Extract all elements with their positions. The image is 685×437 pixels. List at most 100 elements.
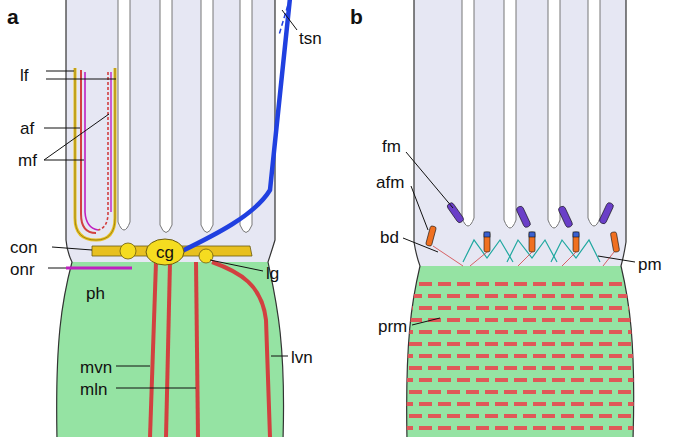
muscle-dash [504,366,517,370]
muscle-dash [400,282,413,286]
label: af [20,120,34,137]
muscle-dash [599,366,612,370]
muscle-dash [580,294,593,298]
muscle-dash [552,402,565,406]
muscle-dash [609,282,622,286]
muscle-dash [571,354,584,358]
muscle-dash [609,402,622,406]
muscle-dash [504,294,517,298]
muscle-dash [514,330,527,334]
muscle-dash [637,390,650,394]
muscle-dash [599,342,612,346]
label: lf [20,67,29,84]
muscle-dash [571,306,584,310]
muscle-dash [485,414,498,418]
muscle-dash [599,390,612,394]
label: afm [376,174,404,191]
muscle-dash [504,318,517,322]
muscle-dash [419,330,432,334]
muscle-dash [609,306,622,310]
muscle-dash [542,390,555,394]
muscle-dash [590,330,603,334]
muscle-dash [419,306,432,310]
muscle-dash [628,330,641,334]
tentacle-nerves [75,68,115,240]
muscle-dash [476,330,489,334]
muscle-dash [457,402,470,406]
muscle-dash [438,306,451,310]
muscle-dash [561,342,574,346]
muscle-dash [457,354,470,358]
label: pm [638,256,662,273]
muscle-dash [552,306,565,310]
muscle-dash [599,318,612,322]
muscle-dash [447,366,460,370]
muscle-dash [409,342,422,346]
muscle-dash [523,342,536,346]
muscle-dash [438,330,451,334]
muscle-dash [476,426,489,430]
node-label: cg [145,244,185,261]
muscle-dash [476,354,489,358]
muscle-dash [561,366,574,370]
muscle-dash [618,414,631,418]
muscle-dash [447,414,460,418]
label: mvn [80,359,112,376]
muscle-dash [628,426,641,430]
muscle-dash [552,426,565,430]
muscle-dash [561,318,574,322]
muscle-dash [400,378,413,382]
muscle-dash [580,366,593,370]
panel-letter: b [350,6,363,27]
muscle-dash [590,402,603,406]
muscle-dash [514,426,527,430]
muscle-dash [514,402,527,406]
muscle-dash [409,294,422,298]
muscle-dash [428,294,441,298]
muscle-dash [409,414,422,418]
muscle-dash [485,342,498,346]
muscle-dash [542,294,555,298]
muscle-dash [571,402,584,406]
muscle-dash [400,426,413,430]
muscle-dash [533,282,546,286]
panel-letter: a [7,6,19,27]
muscle-dash [400,402,413,406]
muscle-dash [618,390,631,394]
body-nerves [150,262,270,437]
muscle-dash [533,330,546,334]
muscle-dash [628,354,641,358]
muscle-dash [476,402,489,406]
muscle-dash [485,366,498,370]
muscle-dash [504,390,517,394]
muscle-dash [428,342,441,346]
muscle-dash [628,378,641,382]
label: ph [86,285,105,302]
muscle-dash [552,378,565,382]
muscle-dash [599,414,612,418]
muscle-dash [409,318,422,322]
muscle-dash [609,426,622,430]
muscle-dash [523,390,536,394]
muscle-dash [447,294,460,298]
muscle-dash [419,402,432,406]
muscle-dash [628,402,641,406]
muscle-dash [618,318,631,322]
label: lg [266,265,279,282]
muscle-dash [637,414,650,418]
muscle-dash [514,378,527,382]
muscle-dash [599,294,612,298]
muscle-dash [447,390,460,394]
label: prm [378,318,407,335]
muscle-dash [523,366,536,370]
label: con [10,239,37,256]
muscle-dash [419,378,432,382]
muscle-dash [495,330,508,334]
muscle-dash [590,426,603,430]
muscle-dash [561,294,574,298]
muscle-dash [466,414,479,418]
muscle-dash [485,294,498,298]
muscle-dash [495,306,508,310]
muscle-dash [542,342,555,346]
muscle-dash [428,390,441,394]
